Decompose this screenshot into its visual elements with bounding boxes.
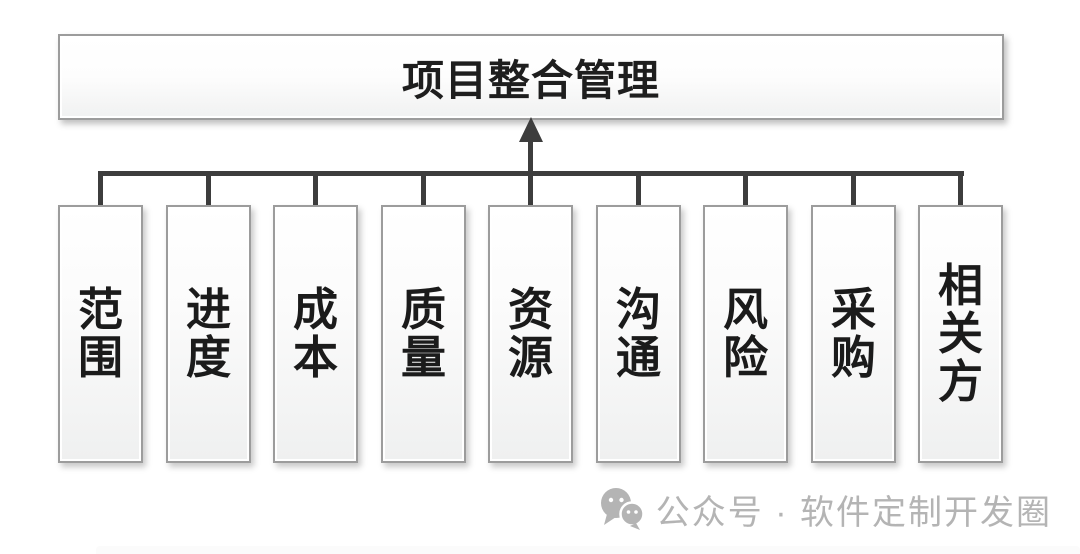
connector-drop-scope — [98, 171, 103, 208]
watermark-text: 公众号 · 软件定制开发圈 — [655, 493, 1052, 532]
child-box-label: 资源 — [507, 283, 553, 383]
child-box-schedule: 进度 — [166, 205, 251, 463]
child-box-stakeholders: 相关方 — [918, 205, 1003, 463]
child-box-label: 范围 — [77, 283, 123, 383]
child-box-label: 采购 — [830, 283, 876, 383]
child-box-procurement: 采购 — [811, 205, 896, 463]
connector-arrow-shaft — [528, 138, 533, 174]
watermark: 公众号 · 软件定制开发圈 — [598, 483, 1052, 535]
connector-drop-resources — [528, 171, 533, 208]
wechat-icon — [598, 487, 646, 531]
connector-drop-quality — [421, 171, 426, 208]
child-box-label: 沟通 — [615, 283, 661, 383]
child-box-scope: 范围 — [58, 205, 143, 463]
child-box-label: 成本 — [292, 283, 338, 383]
connector-drop-stakeholders — [958, 171, 963, 208]
connector-drop-communication — [636, 171, 641, 208]
cropped-bottom-band — [96, 546, 1080, 554]
child-box-resources: 资源 — [488, 205, 573, 463]
connector-drop-risk — [743, 171, 748, 208]
child-box-label: 进度 — [185, 283, 231, 383]
child-box-label: 风险 — [722, 283, 768, 383]
root-box-label: 项目整合管理 — [401, 56, 660, 104]
root-box-integration-management: 项目整合管理 — [58, 34, 1004, 120]
child-box-risk: 风险 — [703, 205, 788, 463]
child-box-quality: 质量 — [381, 205, 466, 463]
connector-drop-procurement — [851, 171, 856, 208]
connector-drop-cost — [313, 171, 318, 208]
child-box-label: 相关方 — [937, 259, 983, 408]
connector-drop-schedule — [206, 171, 211, 208]
up-arrow-icon — [519, 117, 543, 142]
child-box-cost: 成本 — [273, 205, 358, 463]
child-box-label: 质量 — [400, 283, 446, 383]
child-box-communication: 沟通 — [596, 205, 681, 463]
